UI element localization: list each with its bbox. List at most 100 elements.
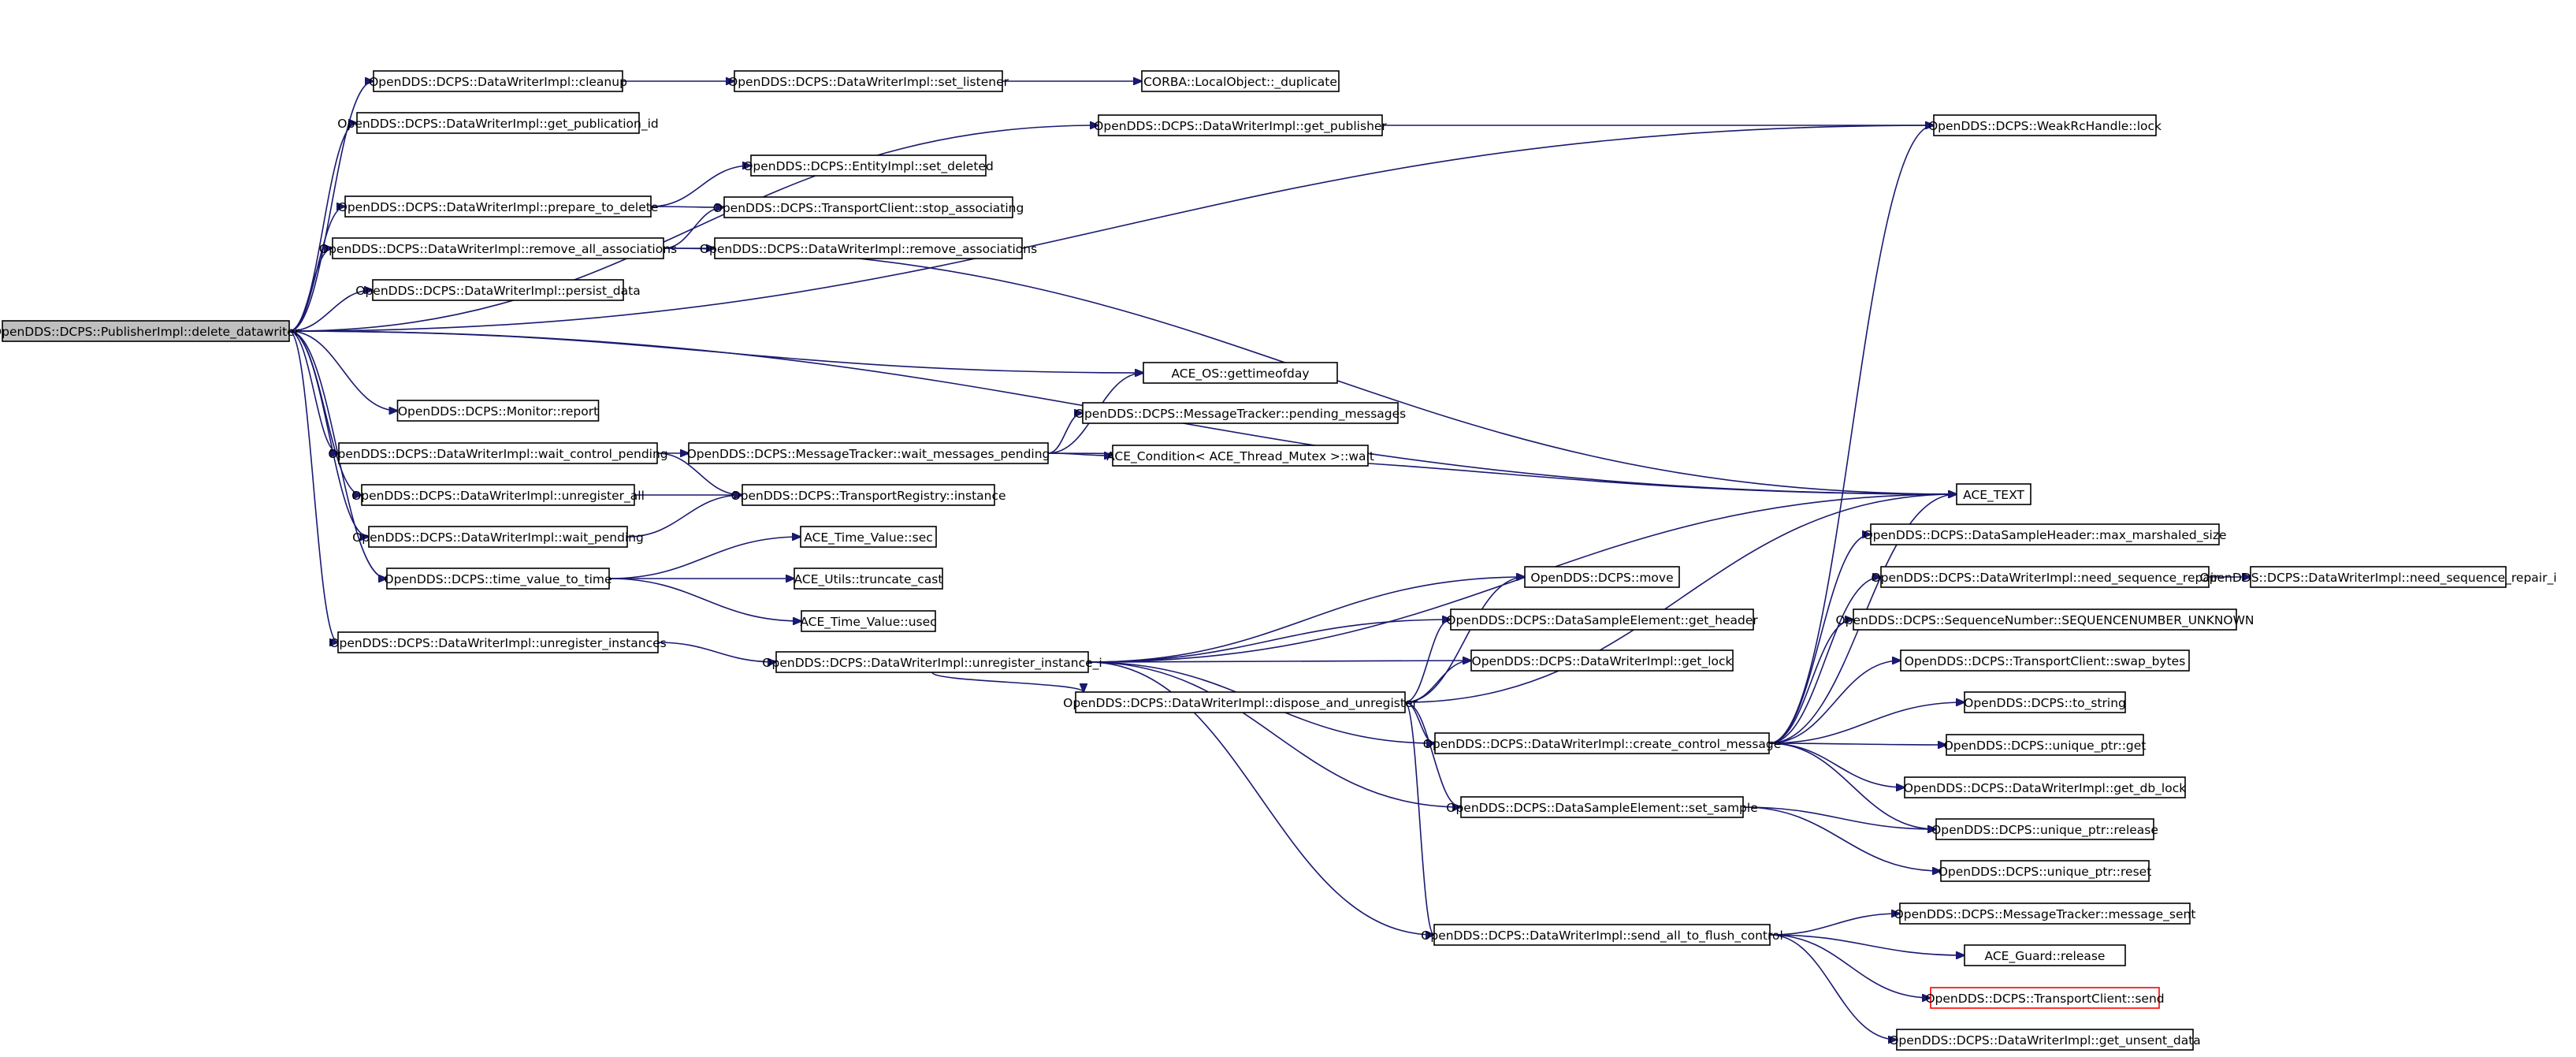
edge-create_ctrl-to-uptr_get bbox=[1768, 743, 1946, 745]
node-gettimeofday[interactable]: ACE_OS::gettimeofday bbox=[1143, 362, 1338, 384]
edge-send_flush-to-msg_sent bbox=[1769, 914, 1900, 936]
edge-unreg_inst_i-to-dispose_unreg bbox=[931, 672, 1084, 692]
node-need-seq[interactable]: OpenDDS::DCPS::DataWriterImpl::need_sequ… bbox=[1871, 566, 2219, 588]
node-uptr-get[interactable]: OpenDDS::DCPS::unique_ptr::get bbox=[1944, 734, 2147, 756]
node-tv-usec[interactable]: ACE_Time_Value::usec bbox=[800, 610, 937, 632]
node-wait-pending[interactable]: OpenDDS::DCPS::DataWriterImpl::wait_pend… bbox=[352, 526, 644, 548]
node-need-seq-i[interactable]: OpenDDS::DCPS::DataWriterImpl::need_sequ… bbox=[2199, 566, 2557, 588]
node-remove-all[interactable]: OpenDDS::DCPS::DataWriterImpl::remove_al… bbox=[319, 237, 677, 259]
node-box bbox=[361, 484, 635, 506]
node-create-ctrl[interactable]: OpenDDS::DCPS::DataWriterImpl::create_co… bbox=[1423, 732, 1782, 754]
node-label: OpenDDS::DCPS::DataWriterImpl::dispose_a… bbox=[1063, 696, 1418, 711]
node-label: ACE_Utils::truncate_cast bbox=[794, 572, 943, 587]
node-box bbox=[1450, 609, 1754, 631]
edge-wait_msgs-to-pending_msgs bbox=[1047, 413, 1083, 454]
node-label: OpenDDS::DCPS::DataWriterImpl::create_co… bbox=[1423, 737, 1782, 752]
edge-send_flush-to-tc_send bbox=[1769, 934, 1931, 998]
node-set-sample[interactable]: OpenDDS::DCPS::DataSampleElement::set_sa… bbox=[1446, 796, 1758, 818]
node-set-listener[interactable]: OpenDDS::DCPS::DataWriterImpl::set_liste… bbox=[728, 70, 1009, 92]
edge-dispose_unreg-to-get_lock bbox=[1404, 661, 1471, 703]
node-persist[interactable]: OpenDDS::DCPS::DataWriterImpl::persist_d… bbox=[355, 279, 641, 301]
node-swap-bytes[interactable]: OpenDDS::DCPS::TransportClient::swap_byt… bbox=[1900, 649, 2190, 672]
node-label: OpenDDS::DCPS::DataWriterImpl::remove_al… bbox=[319, 242, 677, 257]
node-box bbox=[1141, 70, 1340, 92]
edge-dispose_unreg-to-send_flush bbox=[1404, 702, 1434, 935]
edge-remove_all-to-stop_assoc bbox=[663, 207, 724, 249]
node-wait-msgs[interactable]: OpenDDS::DCPS::MessageTracker::wait_mess… bbox=[687, 442, 1050, 464]
node-tv2t[interactable]: OpenDDS::DCPS::time_value_to_time bbox=[384, 568, 612, 590]
edge-prepare-to-set_deleted bbox=[650, 166, 751, 207]
node-label: OpenDDS::DCPS::DataWriterImpl::get_publi… bbox=[337, 117, 658, 132]
node-cleanup[interactable]: OpenDDS::DCPS::DataWriterImpl::cleanup bbox=[369, 70, 627, 92]
node-dispose-unreg[interactable]: OpenDDS::DCPS::DataWriterImpl::dispose_a… bbox=[1063, 691, 1418, 713]
node-label: OpenDDS::DCPS::DataSampleElement::set_sa… bbox=[1446, 801, 1757, 816]
edge-root-to-unreg_all bbox=[288, 330, 362, 495]
node-remove-assoc[interactable]: OpenDDS::DCPS::DataWriterImpl::remove_as… bbox=[700, 237, 1037, 259]
edge-unreg_inst_i-to-set_sample bbox=[1087, 661, 1461, 807]
node-msg-sent[interactable]: OpenDDS::DCPS::MessageTracker::message_s… bbox=[1894, 903, 2196, 925]
node-label: OpenDDS::DCPS::DataWriterImpl::remove_as… bbox=[700, 242, 1037, 257]
node-box bbox=[1870, 523, 2220, 545]
node-dup[interactable]: CORBA::LocalObject::_duplicate bbox=[1141, 70, 1340, 92]
node-box bbox=[344, 195, 652, 218]
node-prepare[interactable]: OpenDDS::DCPS::DataWriterImpl::prepare_t… bbox=[338, 195, 659, 218]
node-label: OpenDDS::DCPS::TransportClient::send bbox=[1925, 992, 2164, 1006]
node-box bbox=[1098, 114, 1383, 136]
node-ace-text[interactable]: ACE_TEXT bbox=[1956, 483, 2031, 505]
node-get-db-lock[interactable]: OpenDDS::DCPS::DataWriterImpl::get_db_lo… bbox=[1904, 776, 2186, 798]
node-get-header[interactable]: OpenDDS::DCPS::DataSampleElement::get_he… bbox=[1446, 609, 1758, 631]
node-get-unsent[interactable]: OpenDDS::DCPS::DataWriterImpl::get_unsen… bbox=[1889, 1029, 2201, 1051]
node-box bbox=[775, 651, 1089, 673]
node-pending-msgs[interactable]: OpenDDS::DCPS::MessageTracker::pending_m… bbox=[1075, 402, 1406, 424]
edge-root-to-persist bbox=[288, 290, 373, 332]
node-label: ACE_Time_Value::usec bbox=[800, 615, 936, 630]
node-box bbox=[332, 237, 664, 259]
node-send-flush[interactable]: OpenDDS::DCPS::DataWriterImpl::send_all_… bbox=[1421, 924, 1783, 946]
node-label: OpenDDS::DCPS::DataWriterImpl::set_liste… bbox=[728, 75, 1009, 90]
node-box bbox=[1853, 609, 2237, 631]
node-root[interactable]: OpenDDS::DCPS::PublisherImpl::delete_dat… bbox=[0, 320, 300, 342]
node-label: OpenDDS::DCPS::DataWriterImpl::get_lock bbox=[1472, 654, 1733, 669]
edge-wait_ctrl-to-tr_instance bbox=[656, 452, 742, 495]
node-get-lock[interactable]: OpenDDS::DCPS::DataWriterImpl::get_lock bbox=[1470, 649, 1734, 672]
node-box bbox=[1946, 734, 2144, 756]
node-report[interactable]: OpenDDS::DCPS::Monitor::report bbox=[396, 400, 600, 422]
node-to-string[interactable]: OpenDDS::DCPS::to_string bbox=[1964, 691, 2126, 713]
node-cond-wait[interactable]: ACE_Condition< ACE_Thread_Mutex >::wait bbox=[1106, 445, 1374, 467]
node-lock[interactable]: OpenDDS::DCPS::WeakRcHandle::lock bbox=[1928, 114, 2162, 136]
node-label: OpenDDS::DCPS::DataWriterImpl::get_db_lo… bbox=[1904, 781, 2186, 796]
node-box bbox=[688, 442, 1049, 464]
node-box bbox=[714, 237, 1023, 259]
node-max-marshaled[interactable]: OpenDDS::DCPS::DataSampleHeader::max_mar… bbox=[1863, 523, 2227, 545]
node-label: OpenDDS::DCPS::SequenceNumber::SEQUENCEN… bbox=[1835, 613, 2254, 628]
node-label: OpenDDS::DCPS::move bbox=[1530, 571, 1673, 585]
edge-root-to-unreg_inst bbox=[288, 330, 338, 642]
node-unreg-all[interactable]: OpenDDS::DCPS::DataWriterImpl::unregiste… bbox=[351, 484, 645, 506]
node-wait-ctrl[interactable]: OpenDDS::DCPS::DataWriterImpl::wait_cont… bbox=[328, 442, 668, 464]
node-trunc-cast[interactable]: ACE_Utils::truncate_cast bbox=[794, 568, 943, 590]
node-set-deleted[interactable]: OpenDDS::DCPS::EntityImpl::set_deleted bbox=[743, 154, 994, 177]
node-unreg-inst[interactable]: OpenDDS::DCPS::DataWriterImpl::unregiste… bbox=[329, 631, 667, 653]
node-move[interactable]: OpenDDS::DCPS::move bbox=[1524, 566, 1680, 588]
node-label: OpenDDS::DCPS::DataWriterImpl::wait_cont… bbox=[328, 447, 667, 462]
node-label: ACE_TEXT bbox=[1963, 488, 2024, 503]
edge-root-to-tv2t bbox=[288, 330, 387, 579]
node-unreg-inst-i[interactable]: OpenDDS::DCPS::DataWriterImpl::unregiste… bbox=[762, 651, 1102, 673]
node-uptr-release[interactable]: OpenDDS::DCPS::unique_ptr::release bbox=[1931, 818, 2158, 840]
node-box bbox=[356, 112, 640, 134]
node-get-publisher[interactable]: OpenDDS::DCPS::DataWriterImpl::get_publi… bbox=[1094, 114, 1387, 136]
node-label: ACE_Condition< ACE_Thread_Mutex >::wait bbox=[1106, 449, 1374, 464]
node-uptr-reset[interactable]: OpenDDS::DCPS::unique_ptr::reset bbox=[1939, 860, 2152, 882]
node-tr-instance[interactable]: OpenDDS::DCPS::TransportRegistry::instan… bbox=[730, 484, 1006, 506]
node-label: OpenDDS::DCPS::DataWriterImpl::persist_d… bbox=[355, 284, 640, 299]
node-box bbox=[723, 196, 1013, 218]
node-tv-sec[interactable]: ACE_Time_Value::sec bbox=[800, 526, 937, 548]
node-label: OpenDDS::DCPS::MessageTracker::pending_m… bbox=[1075, 407, 1406, 422]
node-guard-release[interactable]: ACE_Guard::release bbox=[1964, 944, 2126, 966]
edge-unreg_inst-to-unreg_inst_i bbox=[657, 642, 776, 662]
node-box bbox=[337, 631, 659, 653]
node-stop-assoc[interactable]: OpenDDS::DCPS::TransportClient::stop_ass… bbox=[713, 196, 1024, 218]
node-tc-send[interactable]: OpenDDS::DCPS::TransportClient::send bbox=[1925, 987, 2165, 1009]
node-seq-unknown[interactable]: OpenDDS::DCPS::SequenceNumber::SEQUENCEN… bbox=[1835, 609, 2254, 631]
node-get-pub-id[interactable]: OpenDDS::DCPS::DataWriterImpl::get_publi… bbox=[337, 112, 659, 134]
